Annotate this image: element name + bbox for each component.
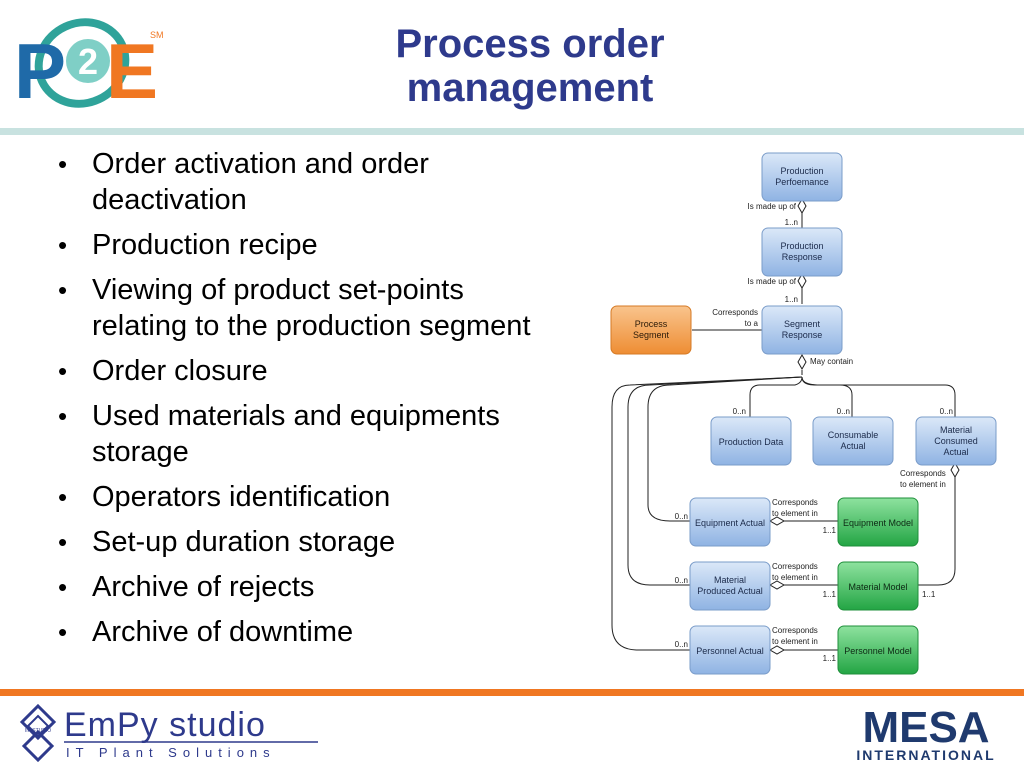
node-material-model: Material Model [837,561,919,611]
slide-title: Process order management [395,22,665,110]
connector-label: Is made up of [748,202,797,211]
bullet-item: Order closure [52,353,552,389]
multiplicity-label: 1..1 [922,590,936,599]
bullet-list: Order activation and order deactivation … [52,146,552,659]
bottom-divider [0,689,1024,696]
node-label: Material [714,575,746,585]
node-label: Segment [633,330,670,340]
multiplicity-label: 1..1 [823,654,837,663]
node-label: Consumed [934,436,978,446]
node-label: Actual [840,441,865,451]
bullet-item: Archive of rejects [52,569,552,605]
node-process-segment: Process Segment [610,305,692,355]
multiplicity-label: 1..n [785,295,798,304]
node-segment-response: Segment Response [761,305,843,355]
bullet-item: Set-up duration storage [52,524,552,560]
node-label: Material Model [848,582,907,592]
connector-label: to element in [772,509,818,518]
p2e-logo-p: P [14,27,66,115]
connector-label: Corresponds [712,308,758,317]
node-equipment-model: Equipment Model [837,497,919,547]
node-label: Production [780,241,823,251]
mesa-name: MESA [862,703,989,752]
node-label: Produced Actual [697,586,763,596]
empy-tagline: IT Plant Solutions [66,745,276,760]
node-label: Personnel Actual [696,646,764,656]
multiplicity-label: 1..1 [823,590,837,599]
connector-label: to element in [772,573,818,582]
node-production-data: Production Data [710,416,792,466]
multiplicity-label: 0..n [837,407,850,416]
node-label: Actual [943,447,968,457]
bullet-item: Viewing of product set-points relating t… [52,272,552,344]
connector-label: to element in [900,480,946,489]
node-label: Personnel Model [844,646,912,656]
bullet-item: Used materials and equipments storage [52,398,552,470]
node-personnel-actual: Personnel Actual [689,625,771,675]
p2e-logo: P 2 E SM [14,18,164,115]
node-label: Equipment Model [843,518,913,528]
node-material-consumed-actual: Material Consumed Actual [915,416,997,466]
connector-label: Is made up of [748,277,797,286]
connector-label: to element in [772,637,818,646]
multiplicity-label: 0..n [675,512,688,521]
multiplicity-label: 0..n [940,407,953,416]
multiplicity-label: 0..n [733,407,746,416]
node-production-performance: Production Perfoemance [761,152,843,202]
top-divider [0,128,1024,135]
p2e-logo-sm: SM [150,30,164,40]
node-label: Equipment Actual [695,518,765,528]
node-label: Perfoemance [775,177,829,187]
node-label: Consumable [828,430,879,440]
node-personnel-model: Personnel Model [837,625,919,675]
bullet-item: Archive of downtime [52,614,552,650]
mesa-sub: INTERNATIONAL [856,747,995,763]
bullet-item: Order activation and order deactivation [52,146,552,218]
production-model-diagram: Production Perfoemance Production Respon… [610,152,997,675]
node-label: Material [940,425,972,435]
connector-label: to a [745,319,759,328]
p2e-logo-e: E [106,27,158,115]
bullet-item: Operators identification [52,479,552,515]
p2e-logo-2: 2 [78,41,98,82]
empy-studio-logo: IIP STUDIO EmPy studio IT Plant Solution… [19,703,318,762]
node-label: Segment [784,319,821,329]
node-material-produced-actual: Material Produced Actual [689,561,771,611]
mesa-international-logo: MESA INTERNATIONAL [856,703,995,763]
node-label: Process [635,319,668,329]
empy-badge-text: IIP STUDIO [25,728,51,734]
node-label: Production Data [719,437,784,447]
multiplicity-label: 1..n [785,218,798,227]
node-label: Response [782,252,823,262]
node-equipment-actual: Equipment Actual [689,497,771,547]
multiplicity-label: 0..n [675,640,688,649]
node-label: Response [782,330,823,340]
multiplicity-label: 0..n [675,576,688,585]
connector-label: Corresponds [772,626,818,635]
node-label: Production [780,166,823,176]
connector-label: Corresponds [772,498,818,507]
bullet-item: Production recipe [52,227,552,263]
connector-label: Corresponds [900,469,946,478]
multiplicity-label: 1..1 [823,526,837,535]
node-production-response: Production Response [761,227,843,277]
connector-label: May contain [810,357,853,366]
empy-name: EmPy studio [64,706,266,744]
node-consumable-actual: Consumable Actual [812,416,894,466]
connector-label: Corresponds [772,562,818,571]
